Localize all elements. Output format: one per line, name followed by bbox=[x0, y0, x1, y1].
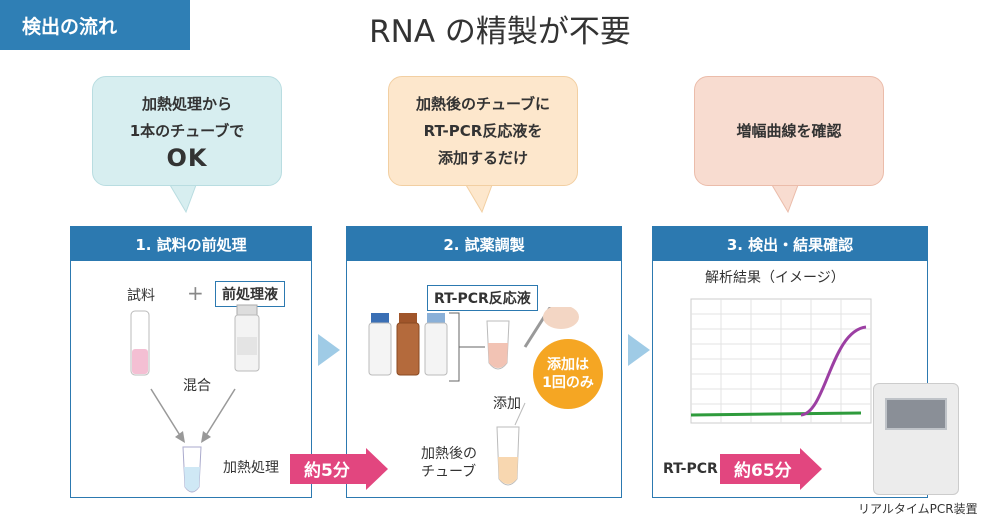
time-arrow-2-label: 約65分 bbox=[734, 461, 792, 481]
amplification-curve-chart bbox=[690, 298, 872, 424]
add-once-badge: 添加は 1回のみ bbox=[533, 339, 603, 409]
pcr-device-icon bbox=[873, 383, 959, 495]
reagent-illustration bbox=[368, 307, 579, 486]
mix-label: 混合 bbox=[183, 378, 211, 394]
heated-tube-label: 加熱後の bbox=[421, 446, 477, 462]
panel-detection: 3. 検出・結果確認 解析結果（イメージ） RT-PCR bbox=[652, 226, 959, 498]
sample-label: 試料 bbox=[127, 288, 155, 304]
result-label: 解析結果（イメージ） bbox=[705, 270, 845, 286]
bubble-step3-line1: 増幅曲線を確認 bbox=[736, 121, 842, 140]
bubble-step1-line1: 加熱処理から bbox=[141, 94, 232, 113]
bubble-step1-line2: 1本のチューブで bbox=[129, 121, 245, 140]
bubble-step2-line3: 添加するだけ bbox=[437, 148, 528, 167]
add-once-line1: 添加は bbox=[547, 357, 589, 373]
panel-pretreatment-title: 1. 試料の前処理 bbox=[71, 227, 311, 261]
reagent-label: RT-PCR反応液 bbox=[427, 285, 538, 311]
bubble-step1: 加熱処理から 1本のチューブで OK bbox=[92, 76, 282, 186]
panel-reagent-title: 2. 試薬調製 bbox=[347, 227, 621, 261]
time-arrow-1 bbox=[290, 448, 388, 490]
section-tag: 検出の流れ bbox=[0, 0, 190, 50]
heated-tube-label-2: チューブ bbox=[421, 464, 477, 480]
time-arrow-2 bbox=[720, 448, 822, 490]
device-label: リアルタイムPCR装置 bbox=[858, 502, 978, 516]
pretreatment-illustration bbox=[130, 304, 260, 493]
bubble-step3: 増幅曲線を確認 bbox=[694, 76, 884, 186]
panel-detection-title: 3. 検出・結果確認 bbox=[653, 227, 927, 261]
panel-pretreatment: 1. 試料の前処理 試料 + 前処理液 混合 加熱処理 bbox=[70, 226, 312, 498]
bubble-step2-line2: RT-PCR反応液を bbox=[423, 121, 543, 140]
bubble-step1-emphasis: OK bbox=[166, 143, 208, 172]
bubble-step2: 加熱後のチューブに RT-PCR反応液を 添加するだけ bbox=[388, 76, 578, 186]
add-once-line2: 1回のみ bbox=[542, 375, 594, 391]
time-arrow-1-label: 約5分 bbox=[304, 461, 350, 481]
plus-sign: + bbox=[187, 281, 204, 305]
rtpcr-label: RT-PCR bbox=[663, 461, 718, 477]
bubble-step2-line1: 加熱後のチューブに bbox=[415, 94, 551, 113]
heat-label: 加熱処理 bbox=[223, 460, 279, 476]
page-title: RNA の精製が不要 bbox=[369, 14, 631, 50]
chevron-icon-2 bbox=[628, 334, 650, 366]
panel-reagent: 2. 試薬調製 RT-PCR反応液 添加 加熱後の チューブ 添加は 1回のみ bbox=[346, 226, 622, 498]
pretreatment-solution-label: 前処理液 bbox=[215, 281, 285, 307]
add-label: 添加 bbox=[493, 396, 521, 412]
chevron-icon-1 bbox=[318, 334, 340, 366]
